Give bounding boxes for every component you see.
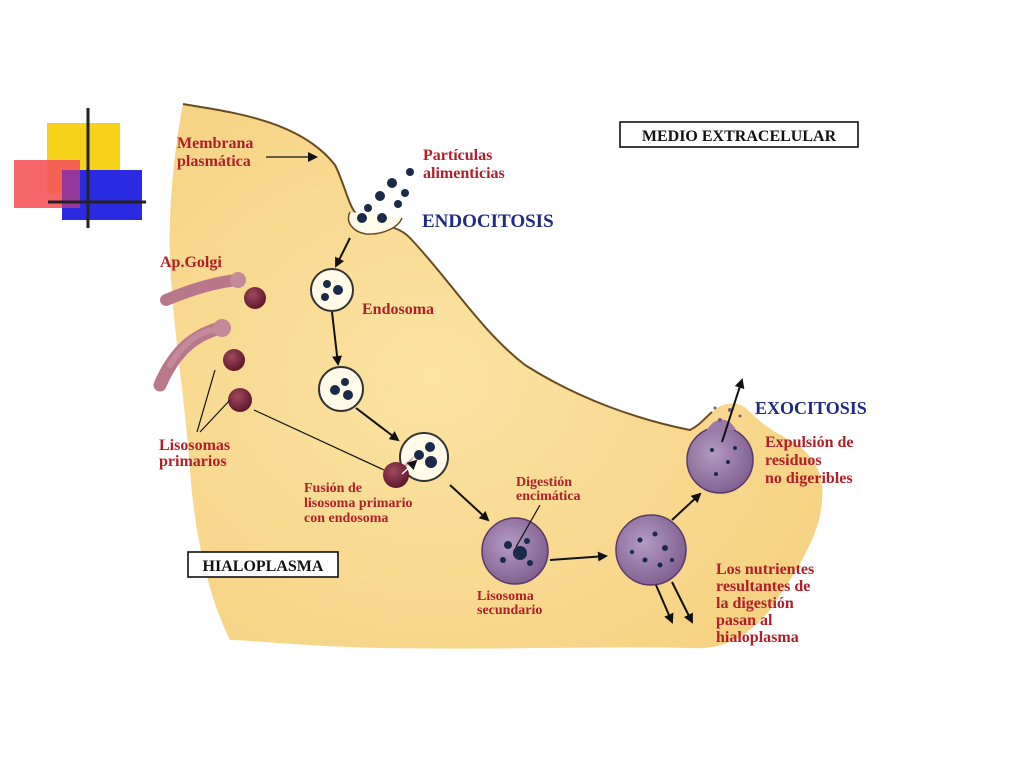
nutrientes-label-3: la digestión (716, 595, 794, 612)
primary-lysosome (244, 287, 266, 309)
endocitosis-label: ENDOCITOSIS (422, 211, 554, 232)
primary-lysosome (223, 349, 245, 371)
fusion-label-1: Fusión de (304, 481, 362, 496)
nutrientes-label-4: pasan al (716, 612, 773, 629)
fusion-label-3: con endosoma (304, 511, 388, 526)
expulsion-label-1: Expulsión de (765, 434, 853, 451)
nutrientes-label-1: Los nutrientes (716, 561, 814, 578)
hialoplasma-box: HIALOPLASMA (187, 551, 339, 578)
expulsion-label-2: residuos (765, 452, 822, 469)
membrana-label-2: plasmática (177, 153, 251, 170)
particulas-label-2: alimenticias (423, 165, 505, 182)
particulas-label-1: Partículas (423, 147, 492, 164)
endosome-1 (310, 268, 354, 312)
lisosomas-label-1: Lisosomas (159, 437, 230, 454)
fusion-label-2: lisosoma primario (304, 496, 413, 511)
nutrientes-label-5: hialoplasma (716, 629, 799, 646)
digestion-label-2: encimática (516, 489, 581, 504)
flow-arrows (196, 152, 745, 624)
lisosoma-secundario-label-2: secundario (477, 603, 542, 618)
lisosomas-label-2: primarios (159, 453, 227, 470)
endosome-2 (318, 366, 364, 412)
secondary-lysosome (481, 517, 549, 585)
fusing-endosome (383, 432, 449, 488)
lisosoma-secundario-label-1: Lisosoma (477, 589, 534, 604)
golgi-apparatus (153, 272, 246, 392)
membrana-label-1: Membrana (177, 135, 253, 152)
ap-golgi-label: Ap.Golgi (160, 254, 222, 271)
medio-extracelular-box: MEDIO EXTRACELULAR (619, 121, 859, 148)
primary-lysosomes (223, 287, 266, 412)
plasma-membrane (182, 103, 713, 432)
endosoma-label: Endosoma (362, 301, 434, 318)
expulsion-label-3: no digeribles (765, 470, 853, 487)
medio-extracelular-label: MEDIO EXTRACELULAR (642, 128, 837, 145)
decorative-squares (14, 108, 146, 228)
food-particles (357, 168, 414, 223)
digestion-label-1: Digestión (516, 475, 572, 490)
hialoplasma-label: HIALOPLASMA (203, 558, 324, 575)
primary-lysosome (228, 388, 252, 412)
exocitosis-label: EXOCITOSIS (755, 398, 867, 418)
cytoplasm-region (169, 104, 823, 649)
nutrientes-label-2: resultantes de (716, 578, 810, 595)
digesting-lysosome (615, 514, 687, 586)
